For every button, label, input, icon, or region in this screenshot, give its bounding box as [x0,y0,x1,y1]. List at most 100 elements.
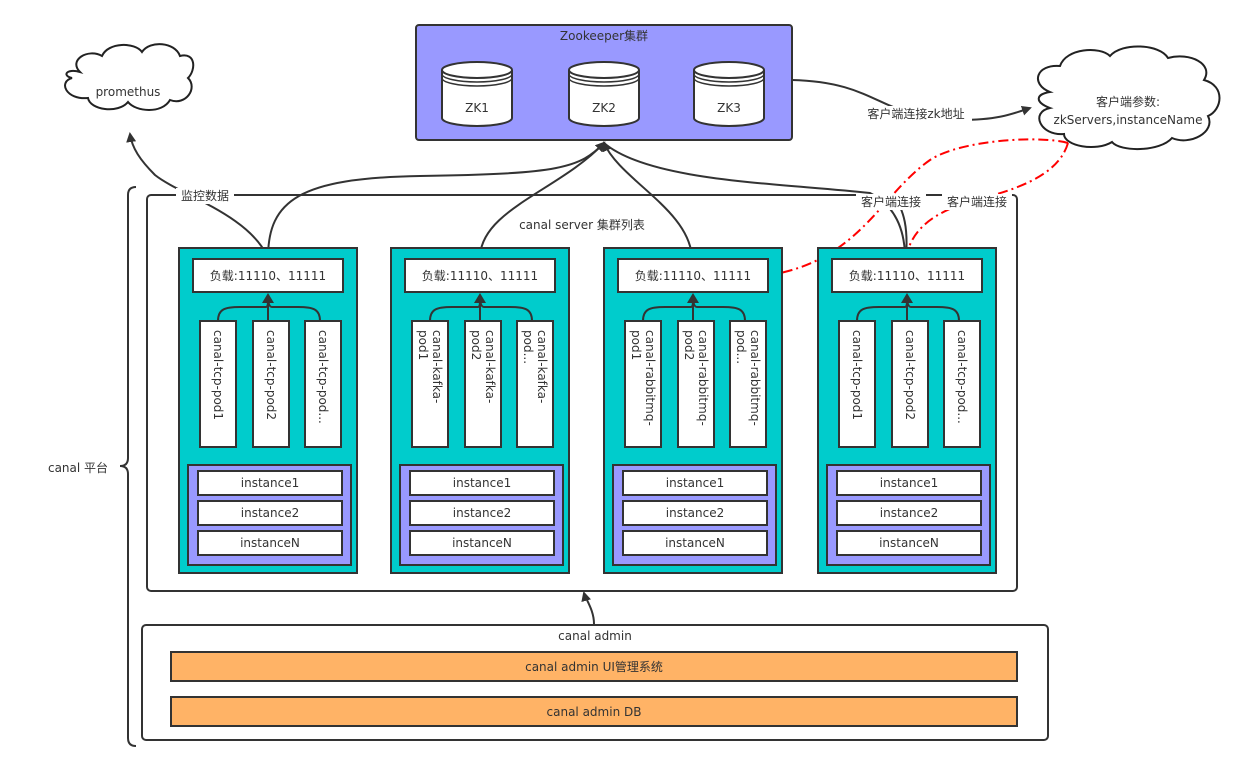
instance-label: instanceN [240,536,300,550]
client-connect-label-1: 客户端连接 [861,194,921,209]
canal-server-node: 负载:11110、11111 canal-rabbitmq- pod1 canal-… [603,247,783,574]
zk3-label: ZK3 [717,101,741,115]
zookeeper-title: Zookeeper集群 [560,28,648,43]
client-connect-label-2: 客户端连接 [947,194,1007,209]
instance-label: instance2 [879,506,939,520]
instance-group: instance1 instance2 instanceN [826,464,991,566]
instance-box: instance1 [409,470,555,496]
edge-admin-to-servers [581,591,595,625]
canal-pod: canal-tcp-pod... [943,320,981,448]
platform-label: canal 平台 [48,460,108,475]
admin-db-box: canal admin DB [170,696,1018,727]
instance-box: instance2 [836,500,982,526]
zk2-node: ZK2 [568,61,640,127]
instance-label: instanceN [879,536,939,550]
admin-ui-label: canal admin UI管理系统 [525,660,663,674]
load-balancer-box: 负载:11110、11111 [192,258,344,293]
admin-panel [141,624,1049,741]
canal-pod: canal-tcp-pod1 [838,320,876,448]
canal-pod-label: canal-rabbitmq- pod2 [682,330,710,426]
canal-pod-label: canal-tcp-pod1 [850,330,864,421]
edge-client-to-server4-dashed [901,142,1069,260]
canal-server-node: 负载:11110、11111 canal-kafka- pod1 canal-kaf… [390,247,570,574]
load-balancer-box: 负载:11110、11111 [617,258,769,293]
zk2-label: ZK2 [592,101,616,115]
canal-pod: canal-tcp-pod... [304,320,342,448]
load-balancer-label: 负载:11110、11111 [634,269,752,283]
edge-server3-to-zk [602,141,693,259]
canal-pod: canal-tcp-pod1 [199,320,237,448]
canal-pod-label: canal-tcp-pod1 [211,330,225,421]
admin-label: canal admin [558,629,632,643]
instance-box: instance1 [197,470,343,496]
monitor-edge-label: 监控数据 [181,188,229,203]
zk1-node: ZK1 [441,61,513,127]
canal-pod: canal-tcp-pod2 [891,320,929,448]
load-balancer-label: 负载:11110、11111 [421,269,539,283]
server-cluster-label: canal server 集群列表 [519,217,645,232]
canal-pod: canal-kafka- pod2 [464,320,502,448]
instance-label: instance1 [879,476,939,490]
instance-label: instance1 [665,476,725,490]
instance-label: instance1 [240,476,300,490]
canal-pod: canal-kafka- pod... [516,320,554,448]
canal-pod-label: canal-kafka- pod... [521,330,549,404]
instance-box: instance1 [622,470,768,496]
instance-box: instance2 [197,500,343,526]
admin-db-label: canal admin DB [546,704,642,719]
canal-pod: canal-rabbitmq- pod1 [624,320,662,448]
canal-pod: canal-rabbitmq- pod... [729,320,767,448]
instance-label: instanceN [452,536,512,550]
edge-server2-to-zk [479,141,606,259]
platform-brace [119,186,137,747]
load-balancer-label: 负载:11110、11111 [209,269,327,283]
instance-label: instanceN [665,536,725,550]
prometheus-label: promethus [96,85,161,99]
instance-group: instance1 instance2 instanceN [612,464,777,566]
load-balancer-box: 负载:11110、11111 [404,258,556,293]
pod-connector [856,293,960,322]
client-params-line2: zkServers,instanceName [1054,113,1203,127]
instance-box: instance2 [409,500,555,526]
canal-pod-label: canal-kafka- pod1 [416,330,444,404]
instance-box: instance1 [836,470,982,496]
zk1-label: ZK1 [465,101,489,115]
canal-pod-label: canal-tcp-pod... [955,330,969,424]
canal-pod: canal-rabbitmq- pod2 [677,320,715,448]
instance-group: instance1 instance2 instanceN [187,464,352,566]
instance-label: instance2 [240,506,300,520]
client-params-line1: 客户端参数: [1096,94,1160,109]
canal-pod-label: canal-kafka- pod2 [469,330,497,404]
client-params-cloud: 客户端参数: zkServers,instanceName [1037,45,1221,151]
canal-pod: canal-tcp-pod2 [252,320,290,448]
canal-pod-label: canal-tcp-pod2 [903,330,917,421]
load-balancer-label: 负载:11110、11111 [848,269,966,283]
canal-pod-label: canal-tcp-pod... [316,330,330,424]
canal-pod-label: canal-rabbitmq- pod1 [629,330,657,426]
canal-pod-label: canal-tcp-pod2 [264,330,278,421]
pod-connector [429,293,533,322]
prometheus-cloud: promethus [64,43,195,111]
edge-server4-to-zk [603,142,906,259]
instance-box: instanceN [836,530,982,556]
admin-ui-box: canal admin UI管理系统 [170,651,1018,682]
instance-box: instanceN [197,530,343,556]
instance-label: instance2 [665,506,725,520]
canal-pod: canal-kafka- pod1 [411,320,449,448]
client-to-zk-edge-label: 客户端连接zk地址 [867,106,964,121]
canal-server-node: 负载:11110、11111 canal-tcp-pod1 canal-tcp-po… [178,247,358,574]
edge-server1-to-zk [267,141,606,259]
pod-connector [217,293,321,322]
canal-pod-label: canal-rabbitmq- pod... [734,330,762,426]
instance-box: instanceN [622,530,768,556]
edge-monitor-to-prometheus [126,132,269,259]
instance-box: instanceN [409,530,555,556]
canal-server-node: 负载:11110、11111 canal-tcp-pod1 canal-tcp-po… [817,247,997,574]
zk3-node: ZK3 [693,61,765,127]
pod-connector [642,293,746,322]
server-cluster-panel [146,194,1018,592]
load-balancer-box: 负载:11110、11111 [831,258,983,293]
instance-group: instance1 instance2 instanceN [399,464,564,566]
instance-label: instance2 [452,506,512,520]
